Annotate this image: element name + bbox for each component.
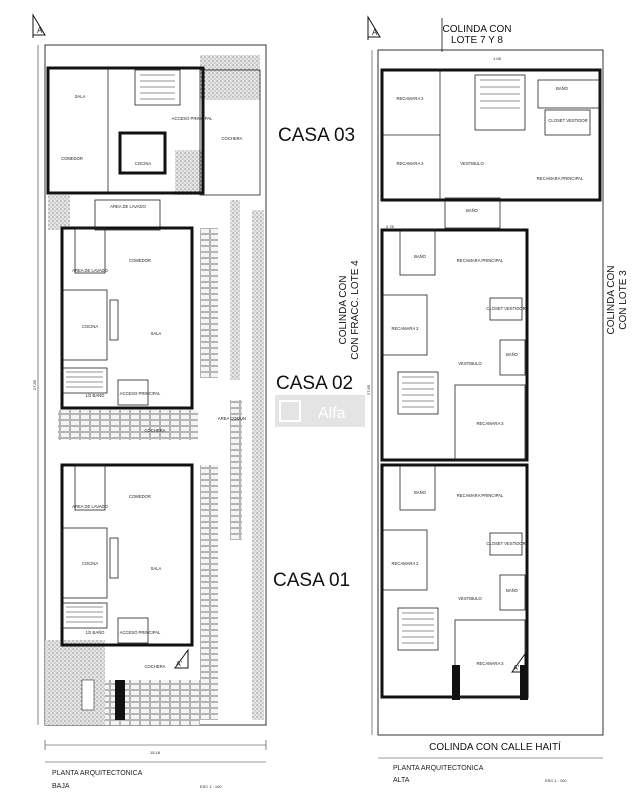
ground-label-cocina-03: COCINA bbox=[135, 161, 151, 166]
ground-plan-title: PLANTA ARQUITECTONICA bbox=[52, 770, 143, 777]
upper-label-rec2-01: RECAMARA 2 bbox=[392, 561, 420, 566]
upper-label-closet-01: CLOSET VESTIDOR bbox=[486, 541, 525, 546]
alfa-watermark: Alfa bbox=[275, 395, 365, 427]
upper-label-rec3-03: RECAMARA 3 bbox=[397, 161, 425, 166]
colinda-bottom-label: COLINDA CON CALLE HAITÍ bbox=[429, 740, 561, 753]
colinda-left-label: COLINDA CON bbox=[338, 276, 349, 345]
left-length-dimension: 27.85 bbox=[32, 379, 37, 390]
casa-01-label: CASA 01 bbox=[273, 570, 350, 591]
right-length-dimension: 27.85 bbox=[366, 384, 371, 395]
upper-label-vestibulo-02: VESTIBULO bbox=[458, 361, 482, 366]
upper-plan-scale: ESC 1 : 100 bbox=[545, 778, 567, 783]
upper-plan-subtitle: ALTA bbox=[393, 777, 410, 784]
ground-label-acceso-03: ACCESO PRINCIPAL bbox=[172, 116, 213, 121]
casa-02-label: CASA 02 bbox=[276, 373, 353, 394]
section-mark-top-right: A bbox=[367, 15, 443, 52]
ground-label-sala-02: SALA bbox=[151, 331, 162, 336]
ground-label-cochera-03: COCHERA bbox=[222, 136, 243, 141]
upper-label-rec2-03: RECAMARA 2 bbox=[397, 96, 425, 101]
watermark-text: Alfa bbox=[318, 405, 346, 422]
upper-floor-plan: RECAMARA 2 RECAMARA 3 VESTIBULO BAÑO CLO… bbox=[366, 15, 604, 784]
svg-text:A': A' bbox=[176, 661, 182, 668]
section-mark-bottom-right: A' bbox=[511, 652, 526, 673]
small-right-dimension: 2.78 bbox=[386, 224, 395, 229]
colinda-right-label-2: CON LOTE 3 bbox=[618, 270, 629, 330]
ground-label-lavado-03: AREA DE LAVADO bbox=[110, 204, 146, 209]
upper-label-bano-01b: BAÑO bbox=[506, 588, 519, 593]
ground-label-sala-03: SALA bbox=[75, 94, 86, 99]
casa-03-label: CASA 03 bbox=[278, 125, 355, 146]
upper-label-rec3-02: RECAMARA 3 bbox=[477, 421, 505, 426]
ground-label-cochera-01: COCHERA bbox=[145, 664, 166, 669]
ground-label-bano-01: 1/2 BAÑO bbox=[86, 630, 106, 635]
ground-plan-scale: ESC 1 : 100 bbox=[200, 784, 222, 789]
ground-label-cocina-02: COCINA bbox=[82, 324, 98, 329]
upper-label-bano-02b: BAÑO bbox=[506, 352, 519, 357]
ground-label-area-comun: AREA COMUN bbox=[218, 416, 246, 421]
upper-label-principal-03: RECAMARA PRINCIPAL bbox=[537, 176, 584, 181]
upper-label-bano-01: BAÑO bbox=[414, 490, 427, 495]
upper-label-bano-02: BAÑO bbox=[414, 254, 427, 259]
ground-label-comedor-01: COMEDOR bbox=[129, 494, 151, 499]
colinda-right-label: COLINDA CON bbox=[606, 266, 617, 335]
ground-label-lavado-02: AREA DE LAVADO bbox=[72, 268, 108, 273]
upper-label-principal-02: RECAMARA PRINCIPAL bbox=[457, 258, 504, 263]
ground-label-bano-02: 1/2 BAÑO bbox=[86, 393, 106, 398]
colinda-top-label: COLINDA CON bbox=[443, 24, 512, 35]
ground-label-cocina-01: COCINA bbox=[82, 561, 98, 566]
upper-label-bano-03: BAÑO bbox=[556, 86, 569, 91]
top-right-dimension: 1.08 bbox=[493, 56, 502, 61]
ground-label-sala-01: SALA bbox=[151, 566, 162, 571]
upper-label-closet-02: CLOSET VESTIDOR bbox=[486, 306, 525, 311]
upper-label-vestibulo-03: VESTIBULO bbox=[460, 161, 484, 166]
svg-text:A: A bbox=[372, 28, 378, 37]
svg-text:A: A bbox=[37, 26, 43, 35]
width-dimension: 15.18 bbox=[150, 750, 161, 755]
ground-label-lavado-01: AREA DE LAVADO bbox=[72, 504, 108, 509]
upper-label-bano-03b: BAÑO bbox=[466, 208, 479, 213]
ground-label-acceso-01: ACCESO PRINCIPAL bbox=[120, 630, 161, 635]
upper-label-vestibulo-01: VESTIBULO bbox=[458, 596, 482, 601]
ground-label-cochera-02: COCHERA bbox=[145, 428, 166, 433]
upper-label-principal-01: RECAMARA PRINCIPAL bbox=[457, 493, 504, 498]
section-mark-top-left: A bbox=[32, 13, 46, 38]
upper-label-rec3-01: RECAMARA 3 bbox=[477, 661, 505, 666]
section-mark-bottom-left: A' bbox=[174, 648, 189, 669]
colinda-left-label-2: CON FRACC. LOTE 4 bbox=[350, 260, 361, 360]
svg-text:A': A' bbox=[513, 665, 519, 672]
upper-label-rec2-02: RECAMARA 2 bbox=[392, 326, 420, 331]
ground-floor-plan: SALA COMEDOR COCINA ACCESO PRINCIPAL COC… bbox=[32, 13, 267, 790]
ground-plan-subtitle: BAJA bbox=[52, 783, 70, 790]
colinda-top-label-2: LOTE 7 Y 8 bbox=[451, 35, 503, 46]
ground-label-comedor-03: COMEDOR bbox=[61, 156, 83, 161]
ground-label-acceso-02: ACCESO PRINCIPAL bbox=[120, 391, 161, 396]
upper-label-closet-03: CLOSET VESTIDOR bbox=[548, 118, 587, 123]
upper-plan-title: PLANTA ARQUITECTONICA bbox=[393, 765, 484, 772]
ground-label-comedor-02: COMEDOR bbox=[129, 258, 151, 263]
